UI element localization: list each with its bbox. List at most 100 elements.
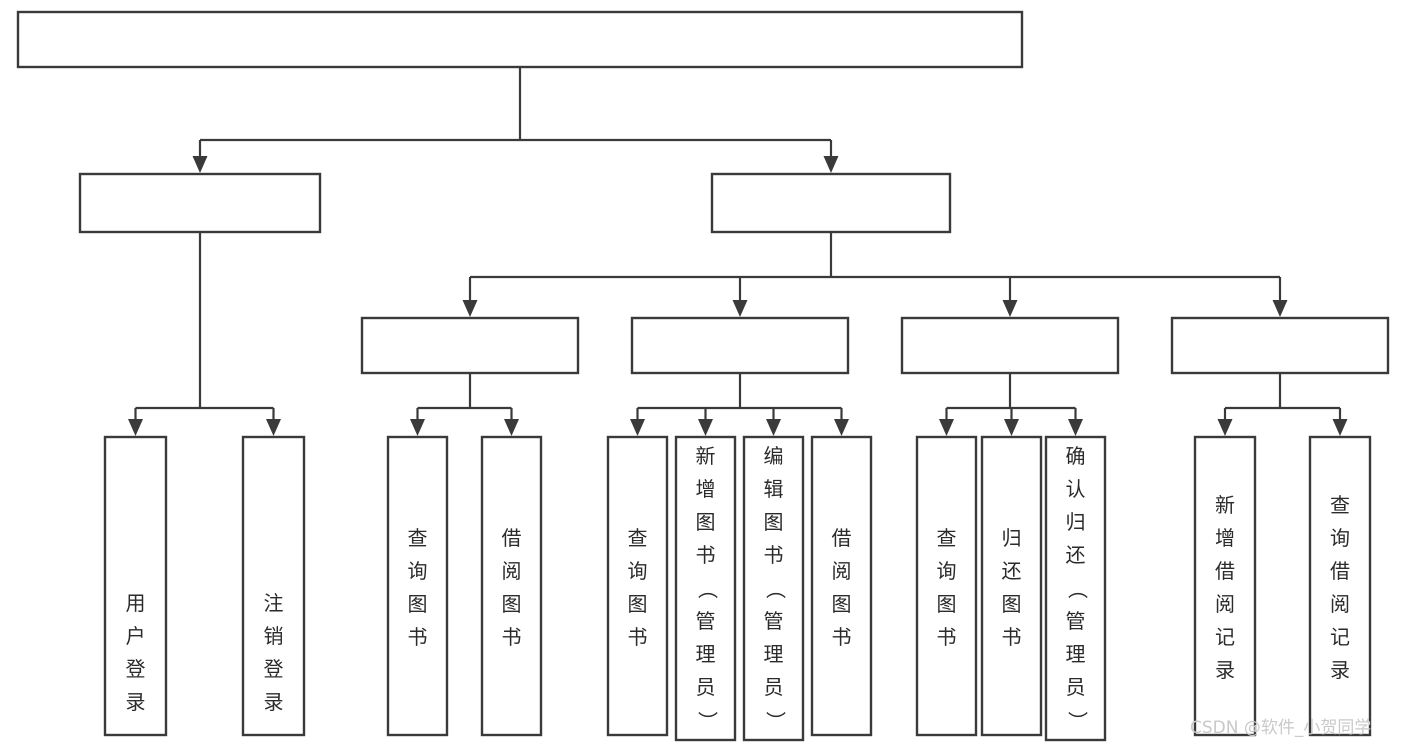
node-leaf-add-book-char: 增: [696, 477, 716, 501]
arrow-book-borrow-to-leaf-edit-book: [766, 419, 781, 436]
node-leaf-user-logout-char: 注: [264, 591, 284, 615]
node-leaf-return-book-char: 还: [1002, 559, 1022, 583]
node-leaf-confirm-return-char: 管: [1066, 609, 1086, 633]
node-leaf-query-book-3-char: 图: [937, 592, 957, 616]
node-new-book-rec[interactable]: [360, 316, 580, 375]
node-current-borrow-box: [900, 316, 1120, 375]
node-leaf-add-record-char: 借: [1215, 559, 1235, 583]
node-leaf-return-book-char: 书: [1002, 625, 1022, 649]
node-leaf-add-book-char: 新: [696, 444, 716, 468]
node-leaf-edit-book-char: 员: [764, 675, 784, 699]
node-leaf-query-book-1-char: 书: [408, 625, 428, 649]
node-leaf-borrow-book-1-char: 阅: [502, 559, 522, 583]
node-leaf-edit-book-char: 编: [764, 444, 784, 468]
node-leaf-add-record-char: 记: [1215, 625, 1235, 649]
node-leaf-user-login-char: 登: [126, 657, 146, 681]
node-leaf-borrow-book-2-char: 阅: [832, 559, 852, 583]
arrow-book-borrow-to-leaf-add-book: [698, 419, 713, 436]
node-leaf-edit-book-char: 辑: [764, 477, 784, 501]
node-leaf-edit-book-char: ）: [764, 711, 788, 731]
node-leaf-user-logout-box: [241, 435, 306, 737]
node-leaf-edit-book-char: 管: [764, 609, 784, 633]
node-leaf-query-book-3-char: 书: [937, 625, 957, 649]
node-leaf-query-book-3-box: [915, 435, 978, 737]
node-borrow-record[interactable]: [1170, 316, 1390, 375]
node-leaf-add-record-box: [1193, 435, 1257, 737]
node-leaf-query-record-char: 记: [1330, 625, 1350, 649]
node-leaf-return-book-char: 归: [1002, 526, 1022, 550]
node-leaf-add-book-char: ）: [696, 711, 720, 731]
node-current-borrow[interactable]: [900, 316, 1120, 375]
node-leaf-add-book-char: 书: [696, 543, 716, 567]
node-root-book-management-system-box: [16, 10, 1024, 69]
node-leaf-query-book-1-char: 图: [408, 592, 428, 616]
arrow-root-to-user-login: [192, 156, 208, 173]
node-leaf-return-book-box: [980, 435, 1043, 737]
node-borrow-record-box: [1170, 316, 1390, 375]
node-leaf-query-record-char: 查: [1330, 493, 1350, 517]
arrow-root-to-book-manage: [823, 156, 839, 173]
node-leaf-borrow-book-1-box: [480, 435, 543, 737]
node-book-borrow[interactable]: [630, 316, 850, 375]
node-leaf-query-book-2-char: 图: [628, 592, 648, 616]
arrow-current-borrow-to-leaf-query-book-3: [939, 419, 954, 436]
node-leaf-user-login-box: [103, 435, 168, 737]
arrow-borrow-record-to-leaf-add-record: [1217, 419, 1233, 436]
node-leaf-add-record-char: 录: [1215, 658, 1235, 682]
arrow-new-book-rec-to-leaf-borrow-book-1: [504, 419, 519, 436]
csdn-watermark: CSDN @软件_小贺同学: [1190, 718, 1371, 738]
node-leaf-confirm-return-char: 认: [1066, 477, 1086, 501]
node-leaf-query-record-char: 录: [1330, 658, 1350, 682]
node-leaf-return-book-char: 图: [1002, 592, 1022, 616]
node-book-manage-box: [710, 172, 952, 234]
node-leaf-borrow-book-1-char: 图: [502, 592, 522, 616]
node-leaf-add-book-box: [674, 435, 737, 742]
node-leaf-query-book-1-char: 查: [408, 526, 428, 550]
node-leaf-add-record-char: 新: [1215, 493, 1235, 517]
node-leaf-query-record-char: 阅: [1330, 592, 1350, 616]
node-leaf-user-login-char: 用: [126, 591, 146, 615]
node-leaf-add-record-char: 增: [1215, 526, 1235, 550]
nodes-layer: 用户登录注销登录查询图书借阅图书查询图书新增图书（管理员）编辑图书（管理员）借阅…: [16, 10, 1390, 742]
arrow-new-book-rec-to-leaf-query-book-1: [410, 419, 425, 436]
arrow-book-borrow-to-leaf-query-book-2: [630, 419, 645, 436]
arrow-borrow-record-to-leaf-query-record: [1332, 419, 1348, 436]
node-leaf-query-book-2-char: 书: [628, 625, 648, 649]
node-leaf-confirm-return-box: [1044, 435, 1107, 742]
node-leaf-add-book-char: （: [696, 579, 720, 599]
node-root-book-management-system[interactable]: [16, 10, 1024, 69]
node-leaf-edit-book-char: （: [764, 579, 788, 599]
node-leaf-confirm-return-char: 归: [1066, 510, 1086, 534]
node-user-login[interactable]: [78, 172, 322, 234]
node-leaf-borrow-book-1-char: 借: [502, 526, 522, 550]
node-book-manage[interactable]: [710, 172, 952, 234]
arrow-bookmanage-to-book-borrow: [732, 300, 748, 317]
node-leaf-borrow-book-2-char: 书: [832, 625, 852, 649]
